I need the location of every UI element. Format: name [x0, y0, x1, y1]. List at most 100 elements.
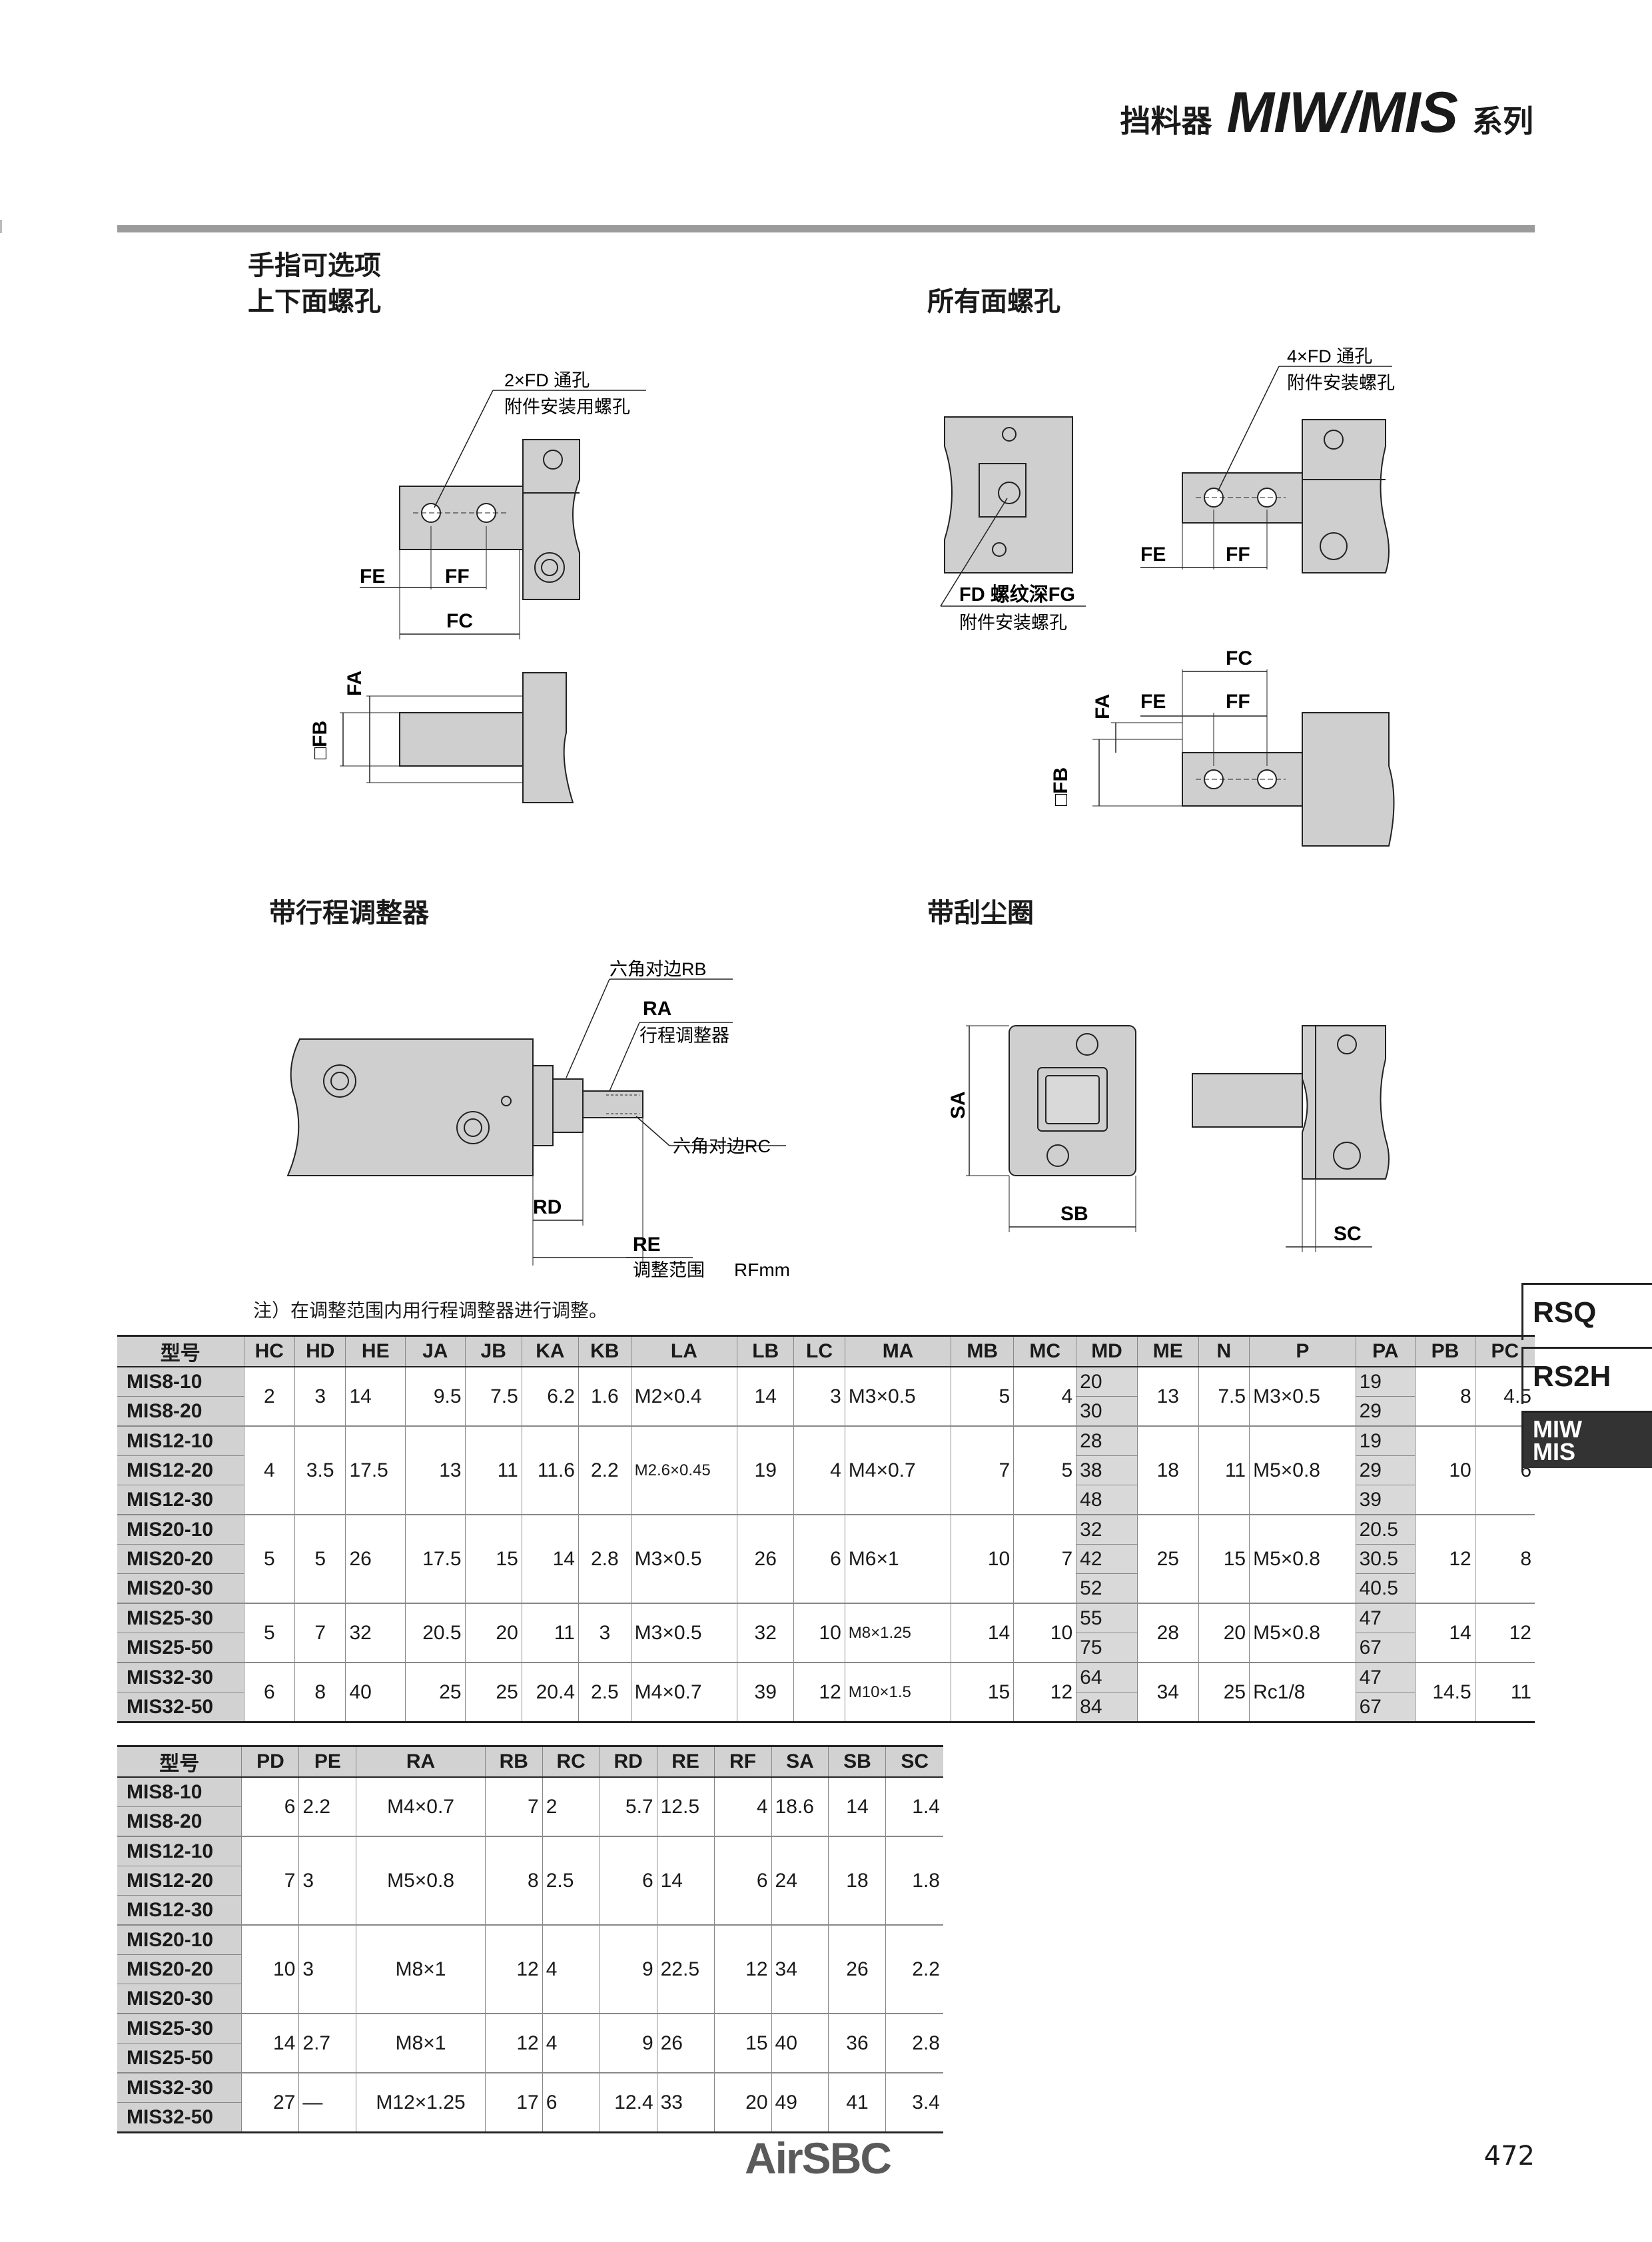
model-cell: MIS8-20 [117, 1806, 242, 1837]
cell-sa: 49 [771, 2072, 829, 2133]
cell-mb: 5 [951, 1367, 1014, 1426]
model-cell: MIS12-20 [117, 1455, 244, 1485]
model-cell: MIS25-30 [117, 2013, 242, 2044]
cell-md: 48 [1076, 1485, 1138, 1515]
model-cell: MIS12-30 [117, 1485, 244, 1515]
cell-rd: 6 [599, 1836, 657, 1925]
cell-ma: M3×0.5 [844, 1367, 951, 1426]
cell-md: 42 [1076, 1544, 1138, 1574]
callout-rf-mm: RFmm [734, 1260, 790, 1279]
cell-mc: 10 [1013, 1603, 1076, 1663]
cell-sc: 2.8 [885, 2013, 943, 2073]
cell-ka: 11 [521, 1603, 579, 1663]
cell-md: 52 [1076, 1573, 1138, 1604]
cell-mc: 12 [1013, 1662, 1076, 1722]
side-tab-mis-label: MIS [1533, 1437, 1576, 1465]
col-header-he: HE [345, 1335, 406, 1367]
cell-lc: 3 [793, 1367, 845, 1426]
model-cell: MIS12-30 [117, 1895, 242, 1926]
cell-hd: 8 [294, 1662, 346, 1722]
cell-hd: 5 [294, 1514, 346, 1603]
table-row: MIS20-20 [117, 1954, 943, 1984]
col-header-la: LA [630, 1335, 737, 1367]
model-cell: MIS20-10 [117, 1514, 244, 1545]
cell-kb: 3 [578, 1603, 631, 1663]
cell-n: 25 [1198, 1662, 1250, 1722]
cell-la: M3×0.5 [630, 1514, 737, 1603]
model-cell: MIS8-10 [117, 1367, 244, 1397]
cell-pb: 14.5 [1415, 1662, 1475, 1722]
callout-fd-thread-sub: 附件安装螺孔 [959, 613, 1067, 633]
model-cell: MIS20-30 [117, 1984, 242, 2014]
col-header-p: P [1249, 1335, 1356, 1367]
model-cell: MIS20-10 [117, 1924, 242, 1955]
cell-kb: 1.6 [578, 1367, 631, 1426]
cell-kb: 2.2 [578, 1425, 631, 1515]
dim-sa: SA [947, 1091, 969, 1119]
diagram-finger-holes: 2×FD 通孔 附件安装用螺孔 FE FF FC FA □FB [286, 360, 659, 826]
cell-pd: 10 [241, 1924, 299, 2014]
cell-sa: 24 [771, 1836, 829, 1925]
cell-ja: 17.5 [405, 1514, 466, 1603]
cell-re: 33 [656, 2072, 715, 2133]
side-tab-miw-mis[interactable]: MIW MIS [1521, 1411, 1652, 1468]
cell-rb: 12 [484, 2013, 543, 2073]
cell-md: 38 [1076, 1455, 1138, 1485]
cell-pc: 4.5 [1474, 1367, 1535, 1426]
cell-sb: 41 [828, 2072, 886, 2133]
cell-hc: 2 [243, 1367, 295, 1426]
cell-pa: 29 [1355, 1455, 1416, 1485]
cell-pa: 47 [1355, 1662, 1416, 1692]
cell-la: M2.6×0.45 [630, 1425, 737, 1515]
model-cell: MIS8-20 [117, 1396, 244, 1427]
margin-mark [0, 220, 2, 233]
cell-pa: 47 [1355, 1603, 1416, 1633]
title-series: MIW/MIS [1226, 81, 1458, 145]
cell-lb: 19 [737, 1425, 794, 1515]
col-header-hd: HD [294, 1335, 346, 1367]
dim-ff-2: FF [1226, 544, 1250, 565]
cell-rb: 7 [484, 1777, 543, 1836]
callout-fd-2-sub: 附件安装用螺孔 [504, 397, 630, 417]
cell-p: Rc1/8 [1249, 1662, 1356, 1722]
cell-re: 12.5 [656, 1777, 715, 1836]
cell-he: 14 [345, 1367, 406, 1426]
side-tab-rs2h[interactable]: RS2H [1521, 1347, 1652, 1404]
cell-ra: M5×0.8 [356, 1836, 486, 1925]
heading-finger-option-line2: 上下面螺孔 [248, 286, 381, 317]
callout-ra-sub: 行程调整器 [639, 1026, 729, 1046]
side-tab-rsq[interactable]: RSQ [1521, 1283, 1652, 1340]
dim-sb: SB [1060, 1203, 1088, 1225]
cell-pa: 67 [1355, 1633, 1416, 1663]
cell-sa: 34 [771, 1924, 829, 2014]
cell-he: 17.5 [345, 1425, 406, 1515]
cell-hd: 7 [294, 1603, 346, 1663]
heading-finger-option: 手指可选项 上下面螺孔 [248, 248, 381, 320]
cell-pa: 29 [1355, 1396, 1416, 1427]
cell-sa: 40 [771, 2013, 829, 2073]
cell-rd: 9 [599, 2013, 657, 2073]
cell-md: 84 [1076, 1692, 1138, 1722]
col-header-pc: PC [1474, 1335, 1535, 1367]
cell-rc: 4 [542, 1924, 600, 2014]
cell-mc: 7 [1013, 1514, 1076, 1603]
cell-la: M4×0.7 [630, 1662, 737, 1722]
cell-sb: 26 [828, 1924, 886, 2014]
col-header-ma: MA [844, 1335, 951, 1367]
cell-ra: M8×1 [356, 1924, 486, 2014]
model-cell: MIS8-10 [117, 1777, 242, 1807]
col-header-pa: PA [1355, 1335, 1416, 1367]
col-header-hc: HC [243, 1335, 295, 1367]
cell-n: 20 [1198, 1603, 1250, 1663]
cell-ra: M8×1 [356, 2013, 486, 2073]
cell-n: 11 [1198, 1425, 1250, 1515]
cell-jb: 20 [464, 1603, 522, 1663]
cell-ma: M4×0.7 [844, 1425, 951, 1515]
header-rule [117, 225, 1535, 232]
cell-pd: 14 [241, 2013, 299, 2073]
